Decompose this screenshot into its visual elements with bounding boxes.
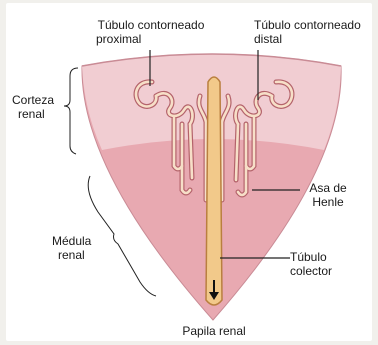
label-colector-line1: Túbulo: [290, 250, 332, 264]
label-corteza-line2: renal: [12, 107, 54, 121]
label-tubulo-distal-line1: Túbulo contorneado: [254, 18, 361, 32]
label-tubulo-proximal-line2: proximal: [92, 32, 210, 46]
label-corteza-renal: Corteza renal: [12, 93, 54, 121]
label-medula-renal: Médula renal: [52, 234, 91, 262]
label-asa-henle: Asa de Henle: [300, 181, 356, 209]
label-tubulo-distal-line2: distal: [254, 32, 361, 46]
label-tubulo-colector: Túbulo colector: [290, 250, 332, 278]
label-asa-line1: Asa de: [300, 181, 356, 195]
label-papila-renal: Papila renal: [160, 324, 268, 338]
label-medula-line1: Médula: [52, 234, 91, 248]
label-corteza-line1: Corteza: [12, 93, 54, 107]
label-tubulo-distal: Túbulo contorneado distal: [254, 18, 361, 46]
bracket-corteza: [64, 68, 78, 154]
label-tubulo-proximal-line1: Túbulo contorneado: [92, 18, 210, 32]
label-colector-line2: colector: [290, 264, 332, 278]
label-asa-line2: Henle: [300, 195, 356, 209]
label-medula-line2: renal: [52, 248, 91, 262]
collecting-duct: [206, 77, 222, 305]
label-tubulo-proximal: Túbulo contorneado proximal: [92, 18, 210, 46]
